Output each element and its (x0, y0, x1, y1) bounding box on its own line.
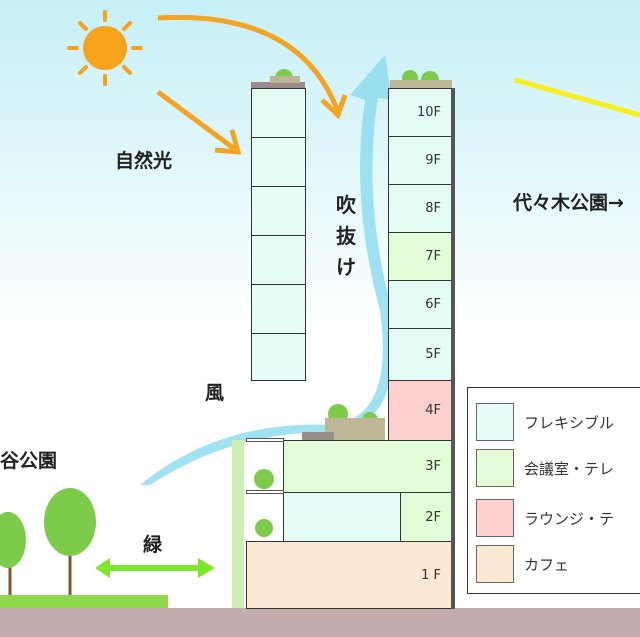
floor-4f: 4F (388, 380, 452, 441)
swatch (476, 499, 514, 537)
yoyogi-park-label: 代々木公園→ (513, 192, 624, 214)
legend-label: 会議室・テレ (524, 459, 615, 478)
legend-item-cafe: カフェ (476, 545, 569, 583)
floor-5f: 5F (388, 328, 452, 381)
left-park-label: 谷公園 (0, 450, 58, 472)
floor-1f: 1 F (246, 541, 452, 609)
swatch (476, 449, 514, 487)
floor-6f: 6F (388, 280, 452, 329)
atrium-wind-arrow (140, 55, 394, 485)
legend-item-flexible: フレキシブル (476, 403, 614, 441)
ground (0, 608, 640, 637)
legend: フレキシブル 会議室・テレ ラウンジ・テ カフェ (467, 387, 640, 594)
legend-label: ラウンジ・テ (524, 509, 615, 528)
swatch (476, 545, 514, 583)
balcony-3f (246, 438, 284, 442)
terrace-planter (325, 418, 385, 440)
floor-10f: 10F (388, 88, 452, 137)
balcony-2f (246, 490, 284, 494)
swatch (476, 403, 514, 441)
legend-label: カフェ (524, 555, 570, 574)
atrium-label: 吹抜け (336, 193, 356, 279)
left-tower (251, 88, 306, 381)
greenery-arrow (95, 558, 215, 578)
sunlight-label: 自然光 (115, 150, 173, 172)
floor-3f: 3F (283, 440, 452, 493)
lawn (0, 595, 168, 608)
sunlight-arrows (156, 14, 348, 155)
sun-icon (67, 10, 143, 86)
floor-8f: 8F (388, 184, 452, 233)
legend-label: フレキシブル (524, 413, 615, 432)
floor-2f: 2F (400, 492, 452, 542)
floor-9f: 9F (388, 136, 452, 185)
greenery-label: 緑 (143, 534, 163, 556)
legend-item-lounge: ラウンジ・テ (476, 499, 614, 537)
sunlight-line (514, 77, 640, 118)
floor-2f-flexible (283, 492, 401, 542)
legend-item-meeting: 会議室・テレ (476, 449, 614, 487)
wind-label: 風 (205, 382, 225, 404)
building-edge (451, 88, 455, 609)
floor-7f: 7F (388, 232, 452, 281)
